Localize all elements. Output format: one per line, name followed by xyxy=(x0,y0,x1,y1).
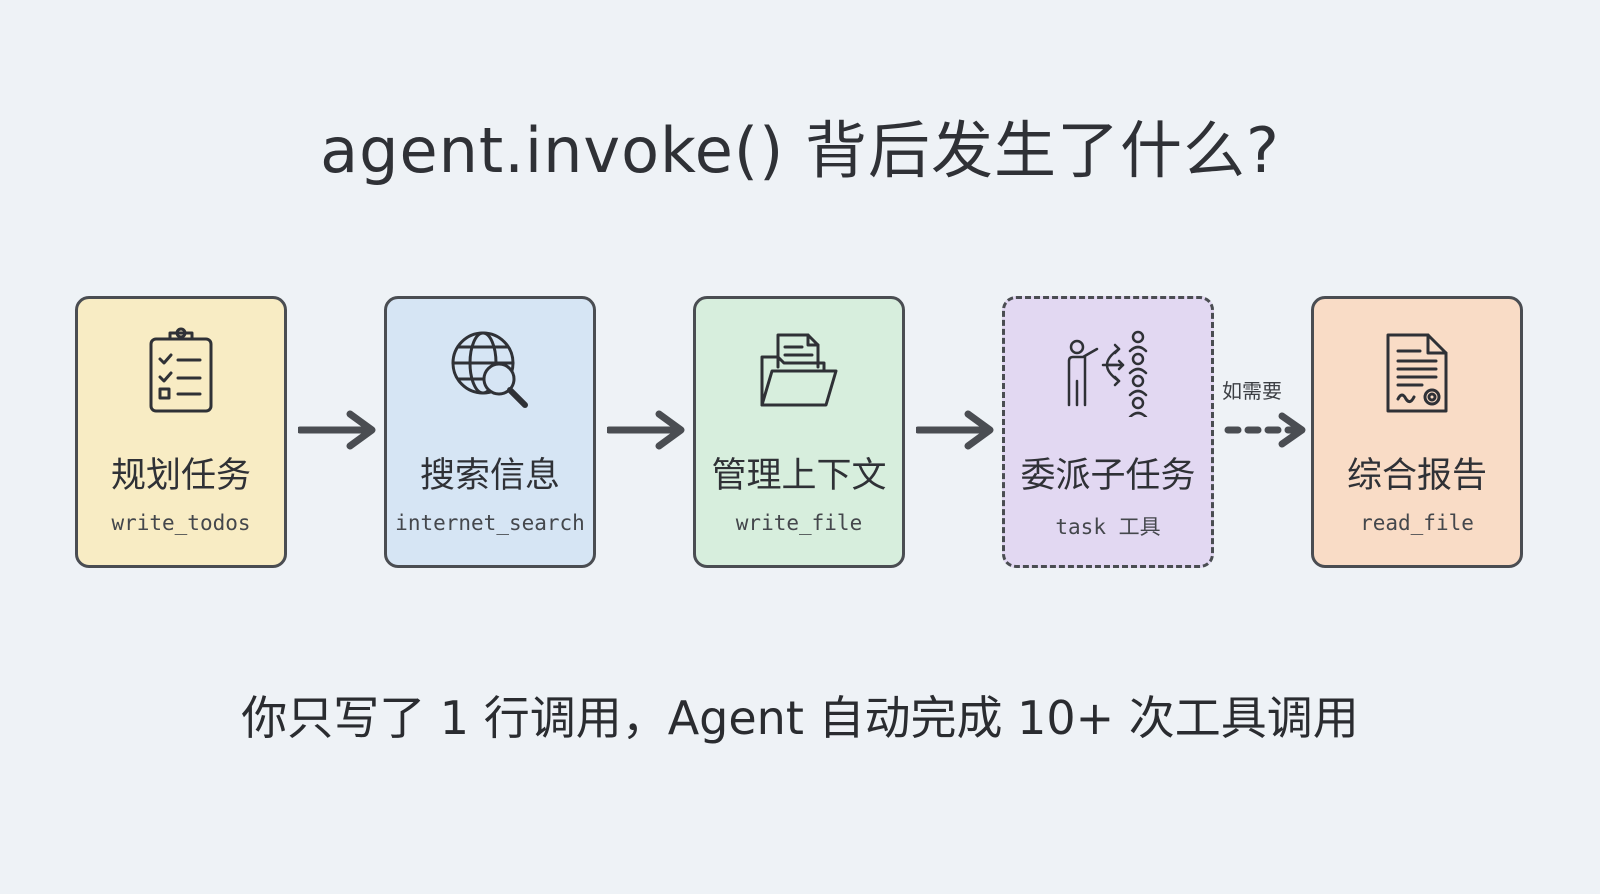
step-card-delegate: 委派子任务 task 工具 xyxy=(1002,296,1214,568)
step-title: 委派子任务 xyxy=(1020,456,1196,496)
conditional-label: 如需要 xyxy=(1222,379,1282,403)
clipboard-checklist-icon xyxy=(78,327,284,417)
step-card-plan: 规划任务 write_todos xyxy=(75,296,287,568)
arrow-right-icon xyxy=(298,410,376,450)
step-card-search: 搜索信息 internet_search xyxy=(384,296,596,568)
summary-text: 你只写了 1 行调用，Agent 自动完成 10+ 次工具调用 xyxy=(241,691,1359,745)
step-card-report: 综合报告 read_file xyxy=(1311,296,1523,568)
step-title: 搜索信息 xyxy=(419,456,560,496)
folder-file-icon xyxy=(696,327,902,417)
step-tool: internet_search xyxy=(395,511,585,535)
step-tool: read_file xyxy=(1360,511,1474,535)
step-title: 管理上下文 xyxy=(711,456,887,496)
report-document-icon xyxy=(1314,327,1520,417)
step-tool: task 工具 xyxy=(1055,515,1161,539)
dashed-arrow-right-icon xyxy=(1224,412,1306,448)
delegate-people-icon xyxy=(1005,327,1211,417)
step-tool: write_todos xyxy=(111,511,251,535)
arrow-right-icon xyxy=(607,410,685,450)
page-title: agent.invoke() 背后发生了什么? xyxy=(320,114,1280,187)
globe-search-icon xyxy=(387,327,593,417)
step-tool: write_file xyxy=(735,511,863,535)
step-title: 规划任务 xyxy=(110,456,251,496)
arrow-right-icon xyxy=(916,410,994,450)
step-title: 综合报告 xyxy=(1346,456,1487,496)
step-card-context: 管理上下文 write_file xyxy=(693,296,905,568)
